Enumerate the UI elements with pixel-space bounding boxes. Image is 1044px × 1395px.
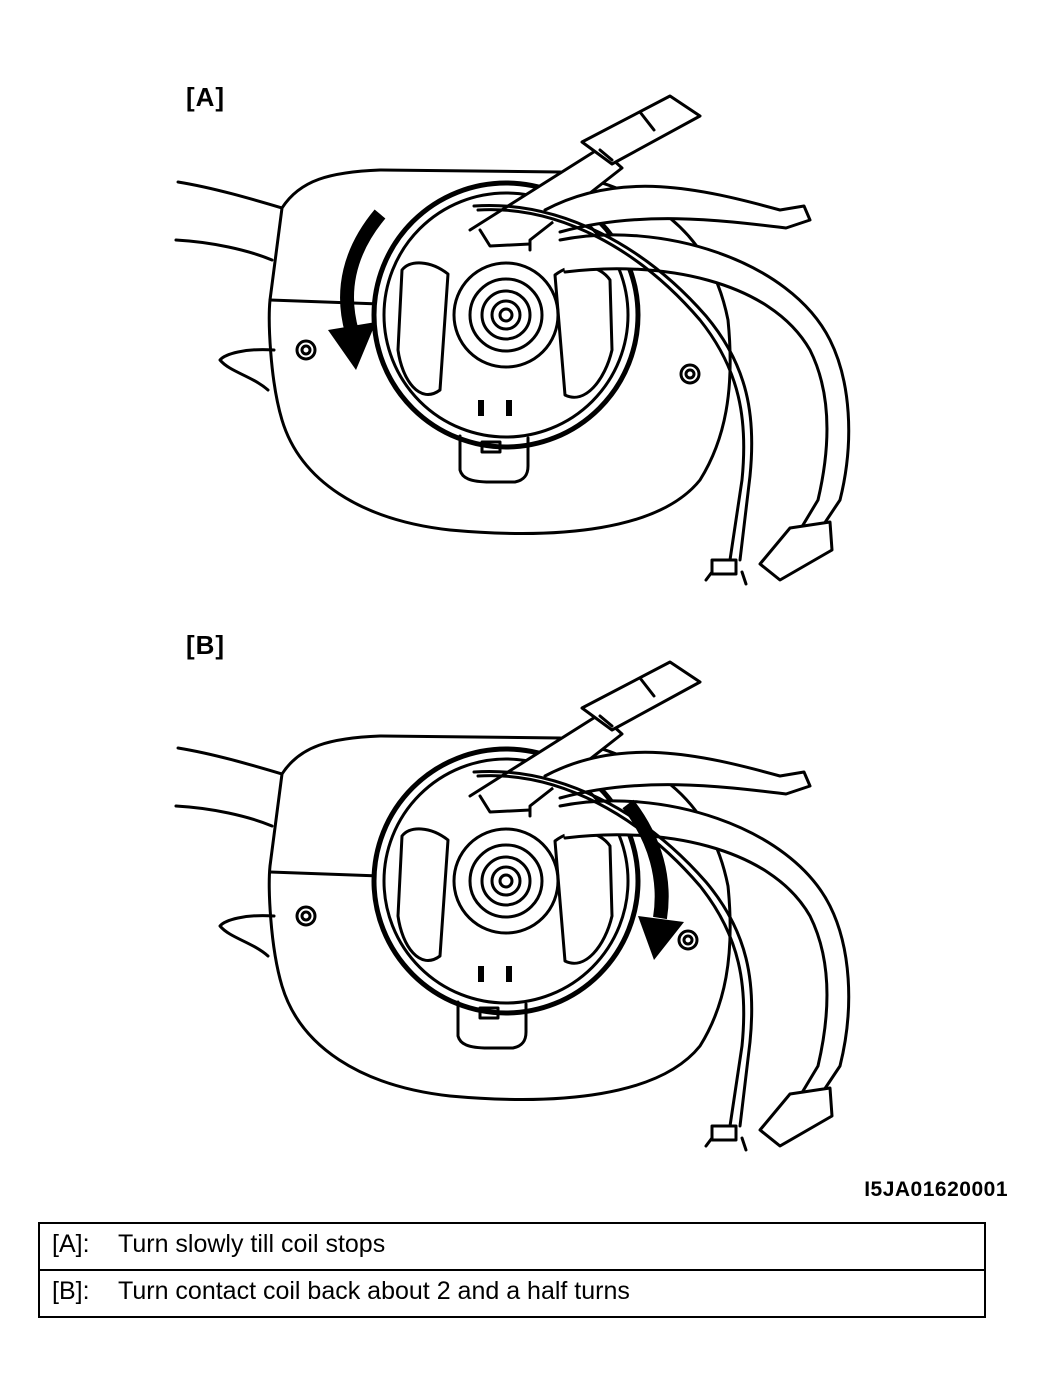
legend-row: [B]: Turn contact coil back about 2 and a… [38, 1269, 986, 1318]
legend-text-b: Turn contact coil back about 2 and a hal… [118, 1277, 630, 1305]
legend-key-a: [A]: [52, 1230, 90, 1258]
legend-text-a: Turn slowly till coil stops [118, 1230, 386, 1258]
counterclockwise-arrow-icon [328, 209, 386, 370]
legend-row: [A]: Turn slowly till coil stops [38, 1222, 986, 1271]
diagram-code: I5JA01620001 [864, 1178, 1008, 1201]
figure-b-label: [B] [186, 630, 226, 660]
legend-table: [A]: Turn slowly till coil stops [B]: Turn… [38, 1222, 986, 1318]
legend-key-b: [B]: [52, 1277, 90, 1305]
contact-coil-illustration-b [174, 660, 851, 1152]
contact-coil-illustration-a [174, 94, 851, 586]
clockwise-arrow-icon [622, 799, 684, 960]
figure-a-label: [A] [186, 82, 226, 112]
